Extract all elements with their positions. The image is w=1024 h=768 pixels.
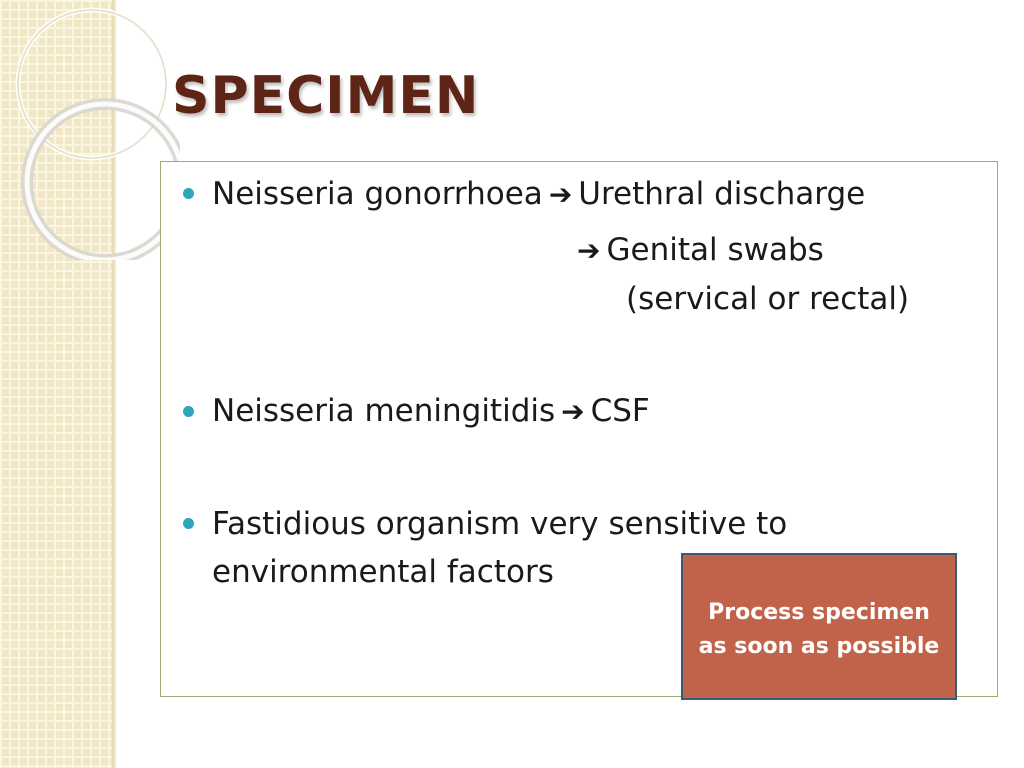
bullet-1-target-2-detail: (servical or rectal) — [626, 281, 910, 317]
bullet-dot-1 — [183, 188, 194, 199]
bullet-2-subject: Neisseria meningitidis — [212, 393, 556, 429]
bullet-1-line-3: (servical or rectal) — [626, 279, 909, 319]
bullet-1-subject: Neisseria gonorrhoea — [212, 176, 543, 212]
right-arrow-icon: ➔ — [548, 178, 573, 211]
right-arrow-icon: ➔ — [561, 395, 585, 428]
bullet-1-target-2: Genital swabs — [606, 232, 824, 268]
bullet-2-line-1: Neisseria meningitidis➔CSF — [212, 391, 650, 432]
bullet-dot-2 — [183, 406, 194, 417]
bullet-1-line-2: ➔Genital swabs — [577, 230, 824, 271]
callout-box: Process specimen as soon as possible — [681, 553, 957, 700]
callout-line-2: as soon as possible — [698, 633, 940, 659]
bullet-1-line-1: Neisseria gonorrhoea➔Urethral discharge — [212, 174, 865, 215]
bullet-1-target-1: Urethral discharge — [578, 176, 866, 212]
bullet-2-target-1: CSF — [590, 393, 650, 429]
bullet-3-text-line-2: environmental factors — [212, 554, 554, 590]
right-arrow-icon: ➔ — [577, 234, 601, 267]
callout-line-1: Process specimen — [708, 599, 930, 625]
decorative-rings — [15, 7, 180, 260]
bullet-dot-3 — [183, 518, 194, 529]
strip-edge-divider — [112, 0, 116, 768]
decorative-ring-bottom-highlight — [24, 101, 180, 260]
callout-text: Process specimen as soon as possible — [699, 590, 940, 664]
decorative-ring-top-shadow — [17, 9, 167, 159]
slide-title: SPECIMEN — [172, 66, 480, 126]
bullet-3-line-2: environmental factors — [212, 552, 554, 592]
bullet-3-text-line-1: Fastidious organism very sensitive to — [212, 506, 788, 542]
bullet-3-line-1: Fastidious organism very sensitive to — [212, 504, 787, 544]
